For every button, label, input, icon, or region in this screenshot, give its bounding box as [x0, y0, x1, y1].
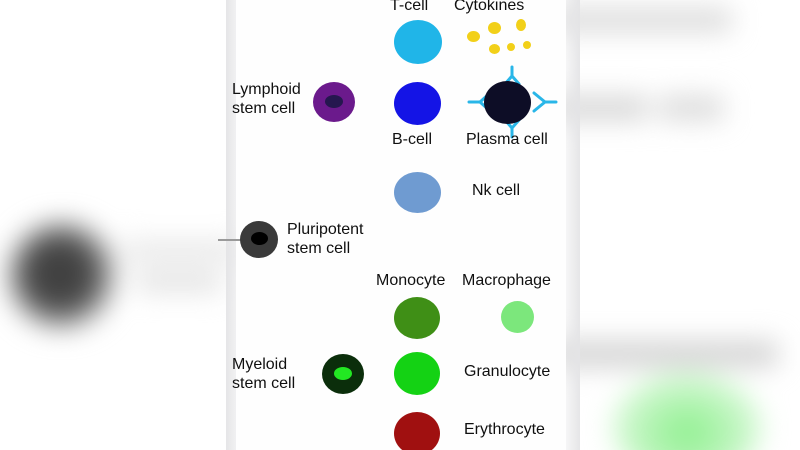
cell-granulocyte: [394, 352, 440, 395]
diagram-panel: T-cell Cytokines Lymphoid stem cell B-ce…: [218, 0, 566, 450]
cytokine-dot-6: [523, 41, 531, 49]
label-plasma-cell: Plasma cell: [466, 131, 548, 148]
nucleus-pluripotent-stem-cell: [251, 232, 268, 245]
label-myeloid-stem-cell: Myeloid stem cell: [232, 356, 296, 392]
blurred-text-bar-4: [566, 95, 648, 121]
label-macrophage: Macrophage: [462, 272, 551, 289]
blurred-content-right: [566, 0, 800, 450]
label-erythrocyte: Erythrocyte: [464, 421, 545, 438]
blurred-text-bar-5: [658, 95, 724, 121]
blurred-green-blob: [612, 372, 762, 450]
cytokine-dot-5: [507, 43, 515, 51]
label-monocyte: Monocyte: [376, 272, 446, 289]
label-granulocyte: Granulocyte: [464, 363, 551, 380]
blurred-stem-cell-blob: [8, 222, 116, 330]
blurred-region-left: [0, 0, 236, 450]
cell-nk-cell: [394, 172, 441, 213]
label-b-cell: B-cell: [392, 131, 433, 148]
blurred-text-bar-3: [566, 8, 732, 32]
cell-monocyte: [394, 297, 440, 339]
label-t-cell: T-cell: [390, 0, 429, 14]
cytokine-dot-3: [516, 19, 526, 31]
blurred-text-bar-2: [136, 272, 222, 292]
nucleus-lymphoid-stem-cell: [325, 95, 343, 108]
blurred-content-left: [0, 0, 236, 450]
cell-t-cell: [394, 20, 442, 64]
connector-line-icon: [218, 239, 242, 241]
blurred-text-bar-1: [122, 240, 236, 262]
label-pluripotent-stem-cell: Pluripotent stem cell: [287, 221, 364, 257]
blurred-text-bar-6: [566, 340, 778, 368]
cell-plasma-cell: [484, 81, 531, 124]
cytokine-dot-4: [489, 44, 500, 54]
label-nk-cell: Nk cell: [472, 182, 521, 199]
label-lymphoid-stem-cell: Lymphoid stem cell: [232, 81, 301, 117]
blurred-region-right: [566, 0, 800, 450]
cytokine-dot-2: [488, 22, 501, 34]
nucleus-myeloid-stem-cell: [334, 367, 352, 380]
cell-b-cell: [394, 82, 441, 125]
cell-macrophage: [501, 301, 534, 333]
cell-erythrocyte: [394, 412, 440, 450]
label-cytokines: Cytokines: [454, 0, 525, 14]
cytokine-dot-1: [467, 31, 480, 42]
